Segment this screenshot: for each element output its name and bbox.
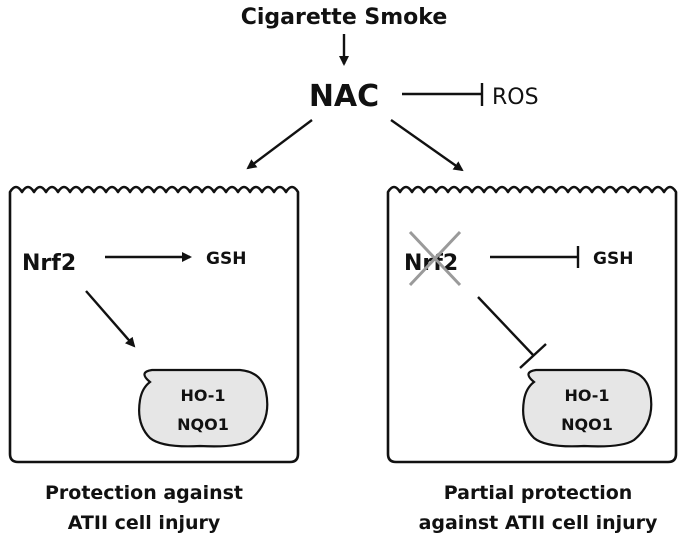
left-nucleus-nqo1: NQO1 — [177, 415, 229, 434]
left-gsh-label: GSH — [206, 249, 246, 269]
cigarette-smoke-label: Cigarette Smoke — [241, 5, 448, 30]
left-nrf2-to-nucleus-arrow — [85, 290, 136, 348]
left-caption-line-1: Protection against — [45, 482, 243, 504]
nac-to-left-cell-arrow — [246, 119, 313, 170]
right-gsh-label: GSH — [593, 249, 633, 269]
right-cell-membrane — [386, 185, 678, 464]
right-nucleus — [522, 368, 653, 448]
left-cell: Nrf2 GSH HO-1 NQO1 — [8, 185, 300, 464]
right-nrf2-inhibits-nucleus-line — [477, 296, 535, 357]
right-caption-line-1: Partial protection — [444, 482, 633, 504]
right-cell: Nrf2 GSH HO-1 NQO1 — [386, 185, 678, 464]
left-nrf2-label: Nrf2 — [22, 251, 76, 276]
right-nucleus-nqo1: NQO1 — [561, 415, 613, 434]
right-nrf2-inhibits-nucleus-bar — [519, 343, 547, 369]
left-nucleus — [138, 368, 269, 448]
left-cell-membrane — [8, 185, 300, 464]
left-caption-line-2: ATII cell injury — [68, 512, 221, 534]
left-nucleus-ho1: HO-1 — [180, 386, 225, 405]
nrf2-knockout-cross-b — [408, 230, 462, 287]
nac-to-right-cell-arrow — [390, 119, 464, 172]
right-caption-line-2: against ATII cell injury — [419, 512, 658, 534]
right-nucleus-ho1: HO-1 — [564, 386, 609, 405]
nac-label: NAC — [309, 79, 379, 114]
ros-label: ROS — [492, 85, 539, 110]
